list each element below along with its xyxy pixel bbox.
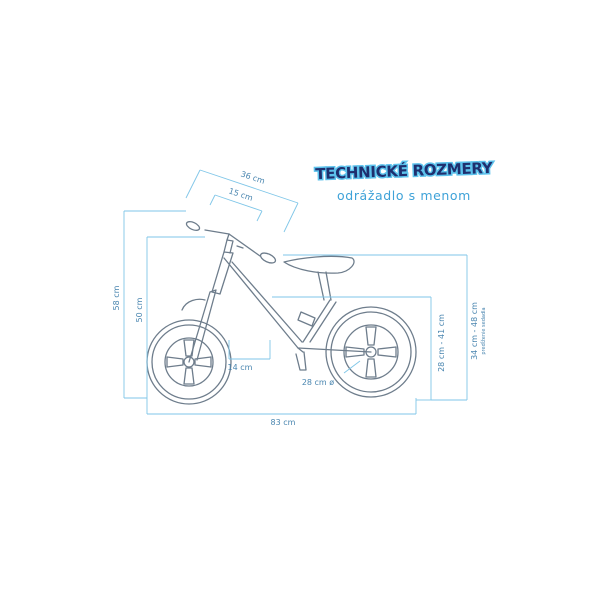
handlebar [185,221,277,264]
dimension-labels: 36 cm 15 cm 58 cm 50 cm 14 cm 28 cm ø 28… [112,169,487,427]
wheel-diameter-leader [343,360,361,374]
balance-bike [146,221,417,405]
steering-column [211,233,234,295]
footrest-width-label: 14 cm [228,363,253,372]
footrest-dimension [228,340,271,360]
handlebar-width-dimension [185,169,299,233]
title: TECHNICKÉ ROZMERY [315,158,494,183]
subtitle: odrážadlo s menom [337,188,471,203]
rear-wheel [325,306,417,398]
frame [223,257,372,371]
handlebar-height-label: 50 cm [135,297,144,322]
front-fork [181,289,217,363]
seat-height-label: 34 cm - 48 cm [470,302,479,360]
overall-height-dimension [123,210,186,399]
frame-height-label: 28 cm - 41 cm [437,314,446,372]
frame-height-dimension [272,296,432,401]
grip-spacing-dimension [209,194,263,222]
dimension-lines [123,169,468,415]
title-block: TECHNICKÉ ROZMERY odrážadlo s menom [313,156,495,203]
overall-length-dimension [146,398,417,415]
overall-length-label: 83 cm [271,418,296,427]
seat-height-dimension [283,254,468,401]
seat-height-note: predĺženie sedadla [480,307,487,354]
front-wheel [146,319,232,405]
overall-height-label: 58 cm [112,285,121,310]
handlebar-height-dimension [146,236,205,398]
wheel-diameter-label: 28 cm ø [302,378,334,387]
seat [283,255,355,301]
handlebar-width-label: 36 cm [240,169,267,185]
